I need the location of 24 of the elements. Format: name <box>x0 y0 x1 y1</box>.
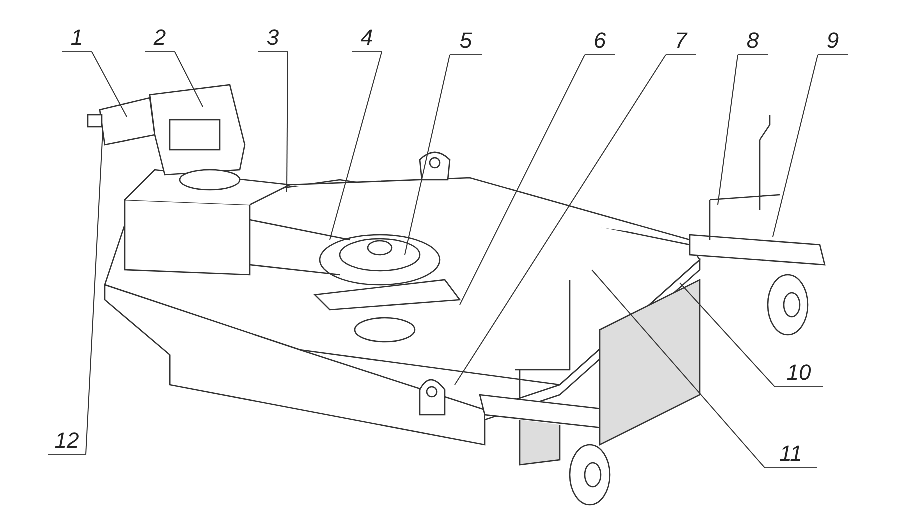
callout-number: 11 <box>765 441 817 468</box>
leader-line <box>86 130 104 456</box>
callout-number: 7 <box>666 28 696 55</box>
callout-number: 3 <box>258 25 288 52</box>
callout-number: 10 <box>775 360 823 387</box>
leader-line <box>92 52 128 118</box>
callout-number: 9 <box>818 28 848 55</box>
callout-number: 8 <box>738 28 768 55</box>
leader-line <box>286 52 288 192</box>
leader-line <box>174 52 204 108</box>
leader-line <box>404 54 450 256</box>
callout-number: 2 <box>145 25 175 52</box>
leader-line <box>460 54 586 306</box>
leader-line <box>680 282 776 388</box>
leader-line <box>592 270 766 468</box>
leader-line <box>330 52 382 240</box>
leader-line <box>772 54 818 238</box>
leader-line <box>718 54 738 206</box>
callout-number: 6 <box>585 28 615 55</box>
callout-number: 1 <box>62 25 92 52</box>
callout-number: 5 <box>450 28 482 55</box>
leader-line <box>454 54 666 386</box>
callout-number: 4 <box>352 25 382 52</box>
callout-number: 12 <box>48 428 86 455</box>
